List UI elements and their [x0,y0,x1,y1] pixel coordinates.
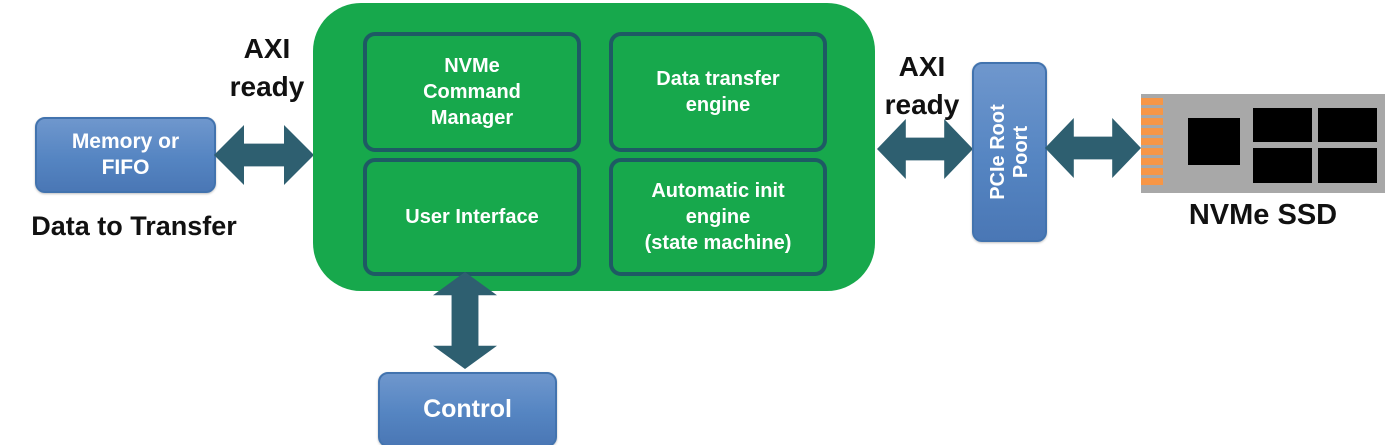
ssd-controller-chip-icon [1188,118,1240,165]
memory-fifo-block: Memory or FIFO [35,117,216,193]
ssd-nand-chip-icon [1253,108,1312,142]
automatic-init-engine-block: Automatic init engine (state machine) [609,158,827,276]
ssd-nand-chip-icon [1253,148,1312,183]
automatic-init-engine-label: Automatic init engine (state machine) [644,180,792,254]
user-interface-block: User Interface [363,158,581,276]
nvme-ssd-graphic [1141,94,1385,193]
ssd-connector-pins-icon [1141,98,1163,188]
user-interface-label: User Interface [405,206,539,228]
data-to-transfer-label: Data to Transfer [31,211,237,241]
nvme-command-manager-block: NVMe Command Manager [363,32,581,152]
axi-ready-label-left: AXI ready [229,33,305,102]
bidirectional-arrow-left [214,125,314,185]
pcie-root-port-block: PCIe Root Poort [972,62,1047,242]
nvme-command-manager-label: NVMe Command Manager [423,55,521,129]
data-transfer-engine-block: Data transfer engine [609,32,827,152]
ssd-nand-chip-icon [1318,108,1377,142]
bidirectional-arrow-middle [877,119,973,179]
nvme-host-controller-block: NVMe Command Manager Data transfer engin… [313,3,875,291]
control-label: Control [423,395,512,423]
control-block: Control [378,372,557,445]
pcie-root-port-label: PCIe Root Poort [986,104,1032,200]
ssd-nand-chip-icon [1318,148,1377,183]
memory-fifo-label: Memory or FIFO [71,129,180,179]
axi-ready-label-right: AXI ready [884,51,960,120]
nvme-ssd-label: NVMe SSD [1188,199,1338,231]
bidirectional-arrow-right [1045,118,1141,178]
data-transfer-engine-label: Data transfer engine [656,68,780,116]
